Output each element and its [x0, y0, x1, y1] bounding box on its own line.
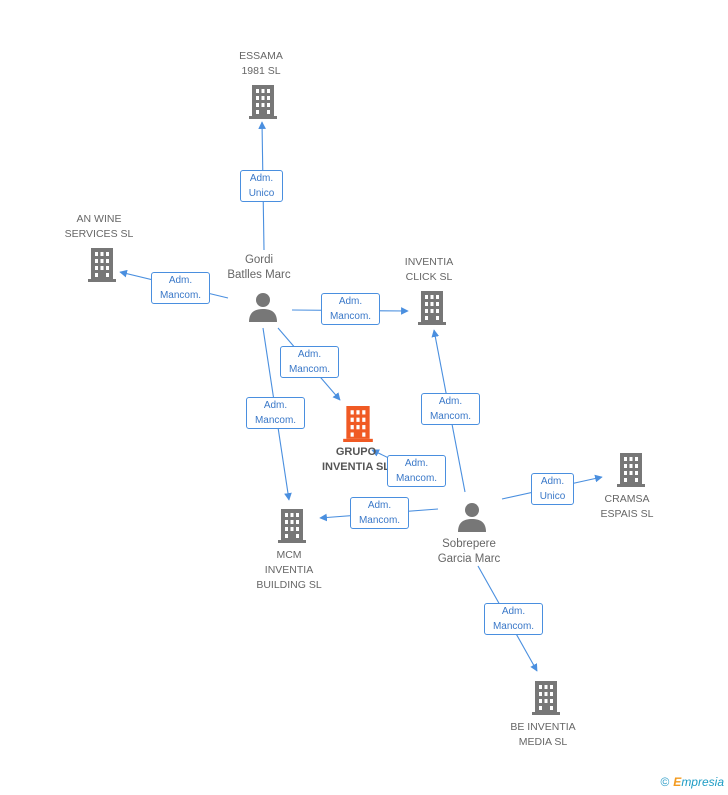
building-icon[interactable] — [87, 248, 117, 282]
role-badge-adm-mancom[interactable]: Adm. Mancom. — [387, 455, 446, 487]
building-icon[interactable] — [277, 509, 307, 543]
role-badge-adm-mancom[interactable]: Adm. Mancom. — [151, 272, 210, 304]
company-label-essama[interactable]: ESSAMA 1981 SL — [239, 50, 283, 77]
person-label-sobrepere[interactable]: Sobrepere Garcia Marc — [437, 538, 501, 565]
building-icon[interactable] — [616, 453, 646, 487]
building-icon[interactable] — [248, 85, 278, 119]
building-icon[interactable] — [417, 291, 447, 325]
person-icon[interactable] — [457, 501, 487, 533]
role-badge-adm-mancom[interactable]: Adm. Mancom. — [350, 497, 409, 529]
role-badge-adm-mancom[interactable]: Adm. Mancom. — [484, 603, 543, 635]
role-badge-adm-unico[interactable]: Adm. Unico — [240, 170, 283, 202]
company-label-inventia-click[interactable]: INVENTIA CLICK SL — [404, 256, 454, 283]
company-label-grupo[interactable]: GRUPO INVENTIA SL — [321, 446, 391, 473]
role-badge-adm-mancom[interactable]: Adm. Mancom. — [321, 293, 380, 325]
role-badge-adm-mancom[interactable]: Adm. Mancom. — [246, 397, 305, 429]
company-label-mcm[interactable]: MCM INVENTIA BUILDING SL — [256, 549, 322, 591]
brand-name: mpresia — [681, 775, 724, 789]
role-badge-adm-unico[interactable]: Adm. Unico — [531, 473, 574, 505]
brand-initial: E — [673, 775, 682, 789]
copyright-symbol: © — [660, 775, 670, 789]
empresia-watermark: ©Empresia — [660, 775, 724, 789]
person-icon[interactable] — [248, 291, 278, 323]
person-label-gordi[interactable]: Gordi Batlles Marc — [227, 254, 291, 281]
role-badge-adm-mancom[interactable]: Adm. Mancom. — [421, 393, 480, 425]
company-label-cramsa[interactable]: CRAMSA ESPAIS SL — [600, 493, 654, 520]
role-badge-adm-mancom[interactable]: Adm. Mancom. — [280, 346, 339, 378]
company-label-be-inventia[interactable]: BE INVENTIA MEDIA SL — [510, 721, 576, 748]
building-icon-main[interactable] — [342, 406, 374, 442]
building-icon[interactable] — [531, 681, 561, 715]
company-label-anwine[interactable]: AN WINE SERVICES SL — [64, 213, 134, 240]
